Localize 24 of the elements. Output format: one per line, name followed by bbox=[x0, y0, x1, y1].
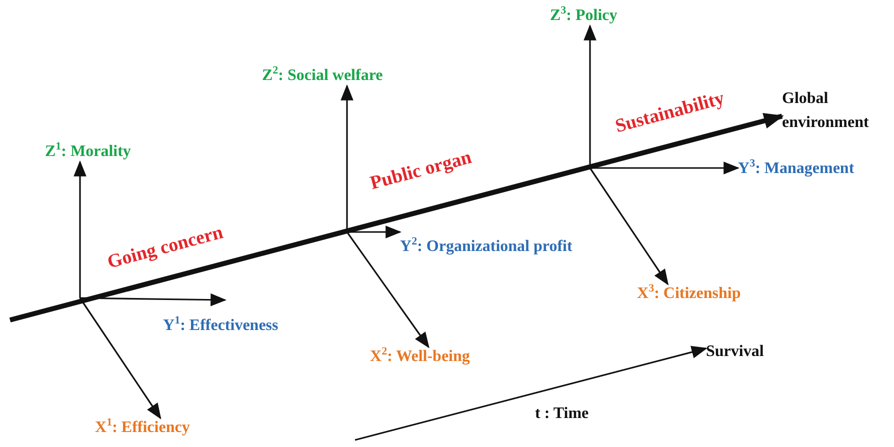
stage-label: Public organ bbox=[368, 146, 474, 196]
axis-label: Global environment bbox=[782, 87, 892, 135]
arrow bbox=[589, 168, 669, 286]
arrow bbox=[590, 162, 740, 174]
dimension-label: Y$^{3}$: Management bbox=[738, 159, 854, 179]
dimension-label: Z$^{3}$: Policy bbox=[550, 6, 618, 26]
arrow bbox=[80, 293, 227, 306]
arrow bbox=[79, 298, 162, 420]
arrow bbox=[340, 84, 354, 232]
arrow bbox=[74, 160, 86, 298]
dimension-label: X$^{1}$: Efficiency bbox=[95, 418, 190, 438]
arrow bbox=[346, 232, 430, 348]
axis-label: t : Time bbox=[535, 405, 589, 423]
stage-label: Going concern bbox=[104, 222, 226, 274]
arrow bbox=[9, 113, 784, 322]
dimension-label: X$^{3}$: Citizenship bbox=[637, 284, 741, 304]
dimension-label: X$^{2}$: Well-being bbox=[370, 347, 470, 367]
arrow bbox=[354, 346, 708, 441]
arrow bbox=[347, 226, 402, 238]
dimension-label: Z$^{2}$: Social welfare bbox=[262, 66, 383, 86]
axis-label: Survival bbox=[706, 342, 764, 362]
dimension-label: Y$^{1}$: Effectiveness bbox=[163, 300, 278, 336]
dimension-label: Z$^{1}$: Morality bbox=[45, 142, 131, 162]
dimension-label: Y$^{2}$: Organizational profit bbox=[400, 231, 572, 257]
